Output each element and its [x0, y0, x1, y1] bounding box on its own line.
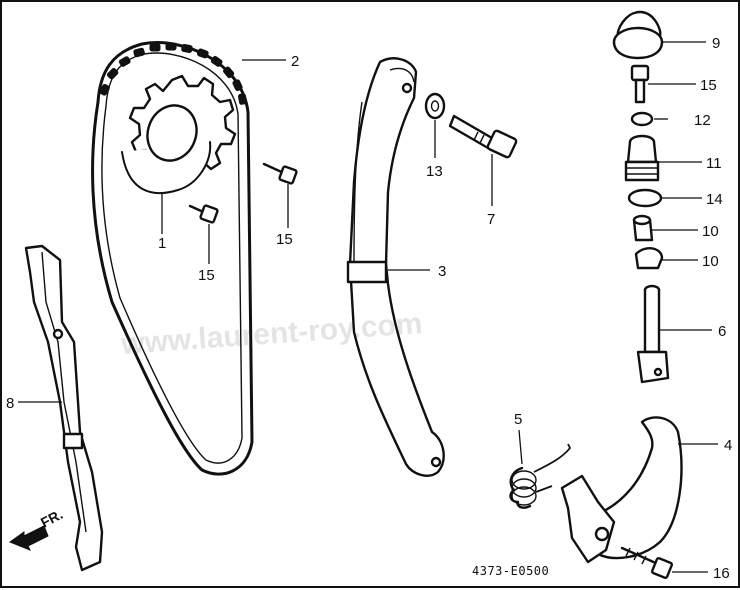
leader-lines	[18, 41, 718, 573]
callout-15-a: 15	[198, 267, 215, 284]
callout-3: 3	[438, 263, 446, 280]
collar-10-b	[634, 247, 664, 270]
chain-links	[99, 42, 248, 105]
callout-6: 6	[718, 323, 726, 340]
callout-2: 2	[291, 53, 299, 70]
spring-5	[509, 443, 572, 509]
bolt-16	[620, 546, 674, 580]
chain-guide	[24, 244, 104, 572]
o-ring-14	[627, 188, 663, 208]
collar-10-a	[632, 214, 654, 242]
washer-13	[424, 92, 446, 120]
lifter-arm-4	[560, 416, 683, 564]
bolt-15-a	[262, 162, 298, 185]
rod-6	[636, 284, 670, 384]
callout-12: 12	[694, 112, 711, 129]
callout-13: 13	[426, 163, 443, 180]
callout-11: 11	[706, 155, 722, 172]
callout-4: 4	[724, 437, 732, 454]
chain-tensioner-arm	[346, 57, 445, 477]
cap-9	[612, 10, 664, 60]
callout-7: 7	[487, 211, 495, 228]
front-direction-arrow: FR.	[8, 506, 65, 551]
callout-9: 9	[712, 35, 720, 52]
diagram-code: 4373-E0500	[472, 564, 549, 578]
callout-14: 14	[706, 191, 723, 208]
callout-15-c: 15	[700, 77, 717, 94]
bolt-15-b	[188, 204, 219, 224]
callout-10-b: 10	[702, 253, 719, 270]
callout-8: 8	[6, 395, 14, 412]
bolt-15-c	[630, 64, 650, 104]
washer-12	[630, 111, 654, 127]
callout-1: 1	[158, 235, 166, 252]
pivot-bolt-7	[448, 114, 518, 159]
callout-10-a: 10	[702, 223, 719, 240]
callout-labels: 1 2 3 4 5 6 7 8 9 10 10 11 12 13 14 15 1…	[6, 35, 732, 582]
cam-sprocket	[121, 74, 237, 194]
callout-15-b: 15	[276, 231, 293, 248]
callout-5: 5	[514, 411, 522, 428]
housing-11	[624, 134, 660, 182]
callout-16: 16	[713, 565, 730, 582]
